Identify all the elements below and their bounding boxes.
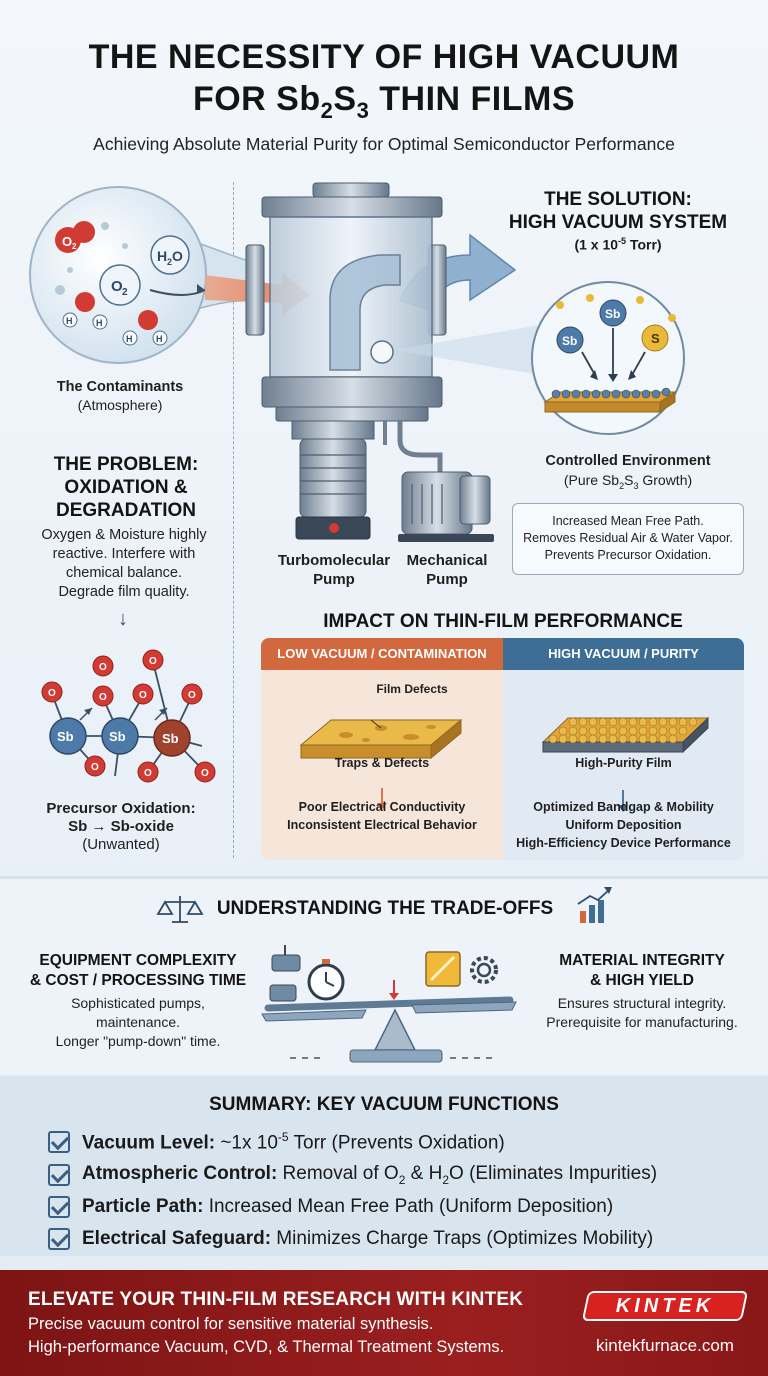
checkbox-icon — [48, 1164, 70, 1186]
kintek-logo-text[interactable]: KINTEK — [615, 1295, 715, 1317]
controlled-environment-sublabel: (Pure Sb2S3 Growth) — [563, 472, 693, 491]
oxidation-formula: Sb → Sb-oxide — [68, 818, 174, 835]
high-purity-film-icon — [541, 716, 710, 812]
solution-benefits-box: Increased Mean Free Path. Removes Residu… — [512, 503, 744, 575]
tradeoff-right-title: MATERIAL INTEGRITY & HIGH YIELD — [559, 952, 725, 989]
svg-text:Sb: Sb — [605, 307, 620, 321]
title-line-1: THE NECESSITY OF HIGH VACUUM — [88, 38, 680, 76]
problem-description: Oxygen & Moisture highly reactive. Inter… — [41, 527, 207, 600]
svg-text:2: 2 — [122, 287, 128, 298]
svg-text:Sb: Sb — [562, 334, 577, 348]
oxidation-atom-letters: Sb Sb Sb O O O O O O O O O — [0, 0, 768, 800]
svg-text:H: H — [156, 334, 163, 344]
summary-item-atmospheric-control: Atmospheric Control: Removal of O2 & H2O… — [48, 1159, 657, 1191]
svg-text:S: S — [651, 331, 660, 346]
solution-title: THE SOLUTION: HIGH VACUUM SYSTEM — [508, 189, 728, 233]
controlled-environment-inset — [531, 281, 685, 435]
svg-text:O: O — [91, 762, 99, 773]
inset-atom-letters: Sb Sb S — [562, 307, 660, 348]
svg-text:Sb: Sb — [57, 729, 74, 744]
controlled-environment-label: Controlled Environment — [545, 453, 711, 469]
tradeoffs-top-border — [0, 876, 768, 879]
svg-text:H: H — [66, 316, 73, 326]
tradeoff-balance-illustration — [261, 945, 517, 1063]
summary-item-vacuum-level: Vacuum Level: ~1x 10-5 Torr (Prevents Ox… — [48, 1126, 505, 1158]
low-result-2: Inconsistent Electrical Behavior — [287, 818, 477, 832]
solution-pressure: (1 x 10-5 Torr) — [574, 236, 662, 253]
footer-headline: ELEVATE YOUR THIN-FILM RESEARCH WITH KIN… — [28, 1289, 524, 1310]
oxidation-title: Precursor Oxidation: — [46, 800, 196, 817]
low-result-1: Poor Electrical Conductivity — [298, 800, 466, 814]
svg-text:H: H — [126, 334, 133, 344]
svg-text:2: 2 — [167, 257, 172, 267]
arrow-down-icon: ↓ — [118, 608, 128, 630]
vacuum-chamber-illustration — [245, 182, 540, 542]
svg-text:2: 2 — [72, 242, 77, 251]
problem-title: THE PROBLEM: OXIDATION & DEGRADATION — [53, 454, 199, 521]
contaminants-label: The Contaminants — [56, 379, 184, 395]
oxidation-note: (Unwanted) — [82, 836, 160, 853]
growth-chart-icon — [577, 887, 612, 923]
tradeoff-icons — [156, 887, 612, 1063]
svg-text:Sb: Sb — [162, 731, 179, 746]
footer-banner — [0, 1270, 768, 1376]
svg-text:O: O — [149, 656, 157, 667]
impact-panel: LOW VACUUM / CONTAMINATION Film Defects … — [261, 638, 744, 860]
high-result-1: Optimized Bandgap & Mobility — [533, 800, 714, 814]
checkbox-icon — [48, 1228, 70, 1250]
section-divider — [233, 182, 234, 858]
svg-text:O: O — [201, 768, 209, 779]
svg-text:O: O — [99, 692, 107, 703]
svg-text:Sb: Sb — [109, 729, 126, 744]
contaminants-sublabel: (Atmosphere) — [77, 397, 163, 413]
film-defects-label: Film Defects — [376, 682, 448, 696]
high-vacuum-header: HIGH VACUUM / PURITY — [503, 638, 744, 670]
impact-title: IMPACT ON THIN-FILM PERFORMANCE — [323, 611, 683, 632]
summary-section: SUMMARY: KEY VACUUM FUNCTIONS Vacuum Lev… — [0, 1076, 768, 1256]
high-result-3: High-Efficiency Device Performance — [516, 836, 731, 850]
traps-defects-label: Traps & Defects — [334, 756, 430, 770]
svg-text:H: H — [96, 318, 103, 328]
svg-text:O: O — [139, 690, 147, 701]
svg-text:O: O — [48, 688, 56, 699]
title-line-2: FOR Sb2S3 THIN FILMS — [192, 80, 576, 123]
footer-line-2: High-performance Vacuum, CVD, & Thermal … — [28, 1338, 505, 1356]
summary-item-particle-path: Particle Path: Increased Mean Free Path … — [48, 1191, 613, 1223]
summary-title: SUMMARY: KEY VACUUM FUNCTIONS — [209, 1094, 559, 1115]
tradeoff-left-text: Sophisticated pumps, maintenance. Longer… — [55, 995, 221, 1049]
turbo-pump-label: Turbomolecular Pump — [277, 552, 391, 588]
footer-line-1: Precise vacuum control for sensitive mat… — [28, 1315, 434, 1333]
website-link[interactable]: kintekfurnace.com — [596, 1336, 734, 1355]
mechanical-pump-label: Mechanical Pump — [406, 552, 488, 588]
low-vacuum-header: LOW VACUUM / CONTAMINATION — [261, 638, 503, 670]
checkbox-icon — [48, 1131, 70, 1153]
contaminant-atom-letters: O 2 O 2 H 2 O H H H H — [62, 234, 183, 344]
tradeoff-right-text: Ensures structural integrity. Prerequisi… — [546, 995, 738, 1030]
svg-text:O: O — [188, 690, 196, 701]
o2-label: O — [111, 278, 123, 295]
high-result-2: Uniform Deposition — [565, 818, 682, 832]
defective-film-icon — [299, 718, 463, 810]
page-subtitle: Achieving Absolute Material Purity for O… — [93, 134, 675, 154]
summary-item-electrical-safeguard: Electrical Safeguard: Minimizes Charge T… — [48, 1223, 653, 1255]
high-purity-film-label: High-Purity Film — [575, 756, 672, 770]
high-vacuum-panel: HIGH VACUUM / PURITY High-Purity Film Op… — [503, 638, 744, 860]
svg-text:O: O — [99, 662, 107, 673]
h2o-label: H — [157, 248, 167, 264]
page-title: THE NECESSITY OF HIGH VACUUM FOR Sb2S3 T… — [0, 36, 768, 132]
checkbox-icon — [48, 1196, 70, 1218]
low-vacuum-panel: LOW VACUUM / CONTAMINATION Film Defects … — [261, 638, 503, 860]
tradeoff-left-title: EQUIPMENT COMPLEXITY & COST / PROCESSING… — [29, 952, 247, 989]
oxidation-molecule-diagram — [41, 649, 216, 783]
o2-letter: O — [62, 234, 72, 249]
tradeoffs-title: UNDERSTANDING THE TRADE-OFFS — [216, 898, 554, 919]
balance-scale-icon — [156, 896, 204, 923]
svg-text:O: O — [172, 248, 183, 264]
svg-text:O: O — [144, 768, 152, 779]
